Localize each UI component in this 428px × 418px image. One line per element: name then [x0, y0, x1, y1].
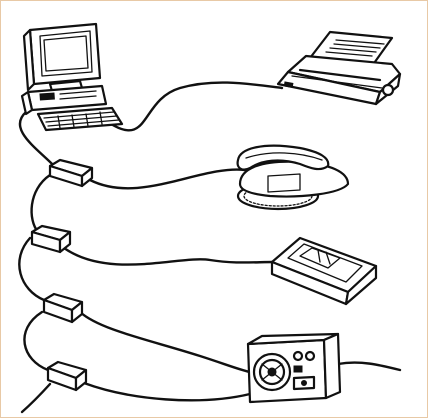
- desktop-computer-icon: [20, 22, 124, 132]
- connector-box-4: [46, 360, 88, 392]
- cable-box-1-to-box-2: [30, 173, 52, 234]
- speaker-box-icon: [246, 332, 342, 404]
- cable-box-4-to-speaker: [82, 381, 252, 402]
- connector-box-1: [48, 158, 94, 188]
- connector-box-3: [42, 292, 84, 324]
- cable-speaker-rear: [336, 361, 402, 372]
- cable-box-3-to-box-4: [23, 310, 50, 372]
- cable-box-4-out: [20, 382, 52, 414]
- telephone-icon: [236, 144, 350, 211]
- cables: [18, 81, 402, 414]
- cable-computer-to-printer: [106, 81, 284, 132]
- cable-box-3-to-speaker: [78, 310, 252, 374]
- cable-box-2-to-scanner: [62, 246, 276, 266]
- cable-box-2-to-box-3: [18, 236, 46, 302]
- dot-matrix-printer-icon: [276, 30, 402, 106]
- cable-box-1-to-telephone: [88, 168, 247, 190]
- flatbed-scanner-icon: [270, 236, 378, 306]
- connector-box-2: [30, 224, 72, 254]
